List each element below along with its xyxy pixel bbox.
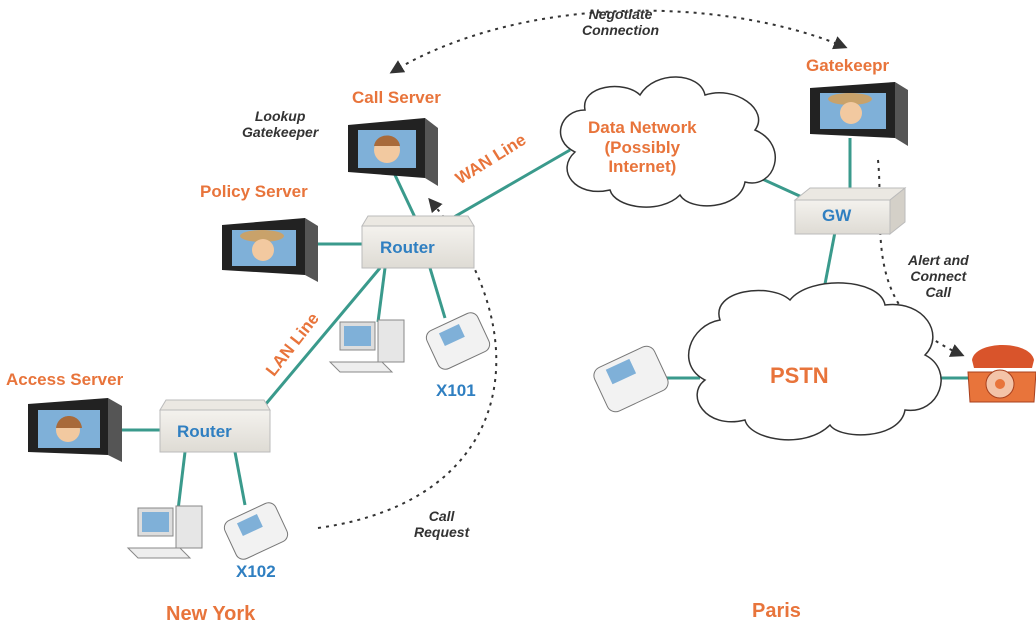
router-phone-link: [428, 267, 447, 319]
x102-label: X102: [236, 562, 276, 581]
paris-label: Paris: [752, 600, 801, 622]
router-lower: [159, 399, 271, 453]
gw-box: [793, 186, 907, 236]
negotiate-connection-label: Negotiate Connection: [582, 6, 659, 39]
pstn-label: PSTN: [770, 363, 829, 388]
alert-connect-call-label: Alert and Connect Call: [908, 252, 969, 301]
ip-phone-x102-icon: [223, 502, 289, 560]
wan-line: [434, 148, 571, 230]
x101-label: X101: [436, 381, 476, 400]
call-server-icon: [348, 118, 438, 186]
ip-phone-paris-icon: [593, 345, 669, 413]
connection-lines: [120, 138, 972, 511]
access-server-label: Access Server: [6, 370, 124, 389]
router2-pc-link: [176, 451, 187, 511]
router-pc-link: [376, 267, 387, 323]
rotary-phone-icon: [967, 345, 1036, 403]
gw-label: GW: [822, 206, 852, 225]
router-upper-label: Router: [380, 238, 435, 257]
router-upper: [361, 215, 475, 269]
pc-upper-icon: [328, 319, 405, 373]
router-lower-label: Router: [177, 422, 232, 441]
data-network-cloud: [559, 76, 776, 208]
lan-line: [263, 267, 382, 406]
data-network-label: Data Network (Possibly Internet): [588, 118, 697, 177]
call-request-label: Call Request: [414, 508, 470, 541]
pstn-cloud: [687, 282, 942, 441]
lookup-gatekeeper-label: Lookup Gatekeeper: [242, 108, 319, 141]
negotiate-arrow: [389, 9, 848, 74]
ip-phone-x101-icon: [425, 312, 491, 370]
gatekeeper-server-icon: [810, 82, 908, 146]
pc-lower-icon: [126, 505, 203, 559]
policy-server-label: Policy Server: [200, 182, 308, 201]
call-server-label: Call Server: [352, 88, 441, 107]
new-york-label: New York: [166, 603, 256, 625]
policy-server-icon: [222, 218, 318, 282]
access-server-icon: [28, 398, 122, 462]
gatekeeper-label: Gatekeepr: [806, 56, 890, 75]
router2-phone-link: [233, 451, 247, 506]
